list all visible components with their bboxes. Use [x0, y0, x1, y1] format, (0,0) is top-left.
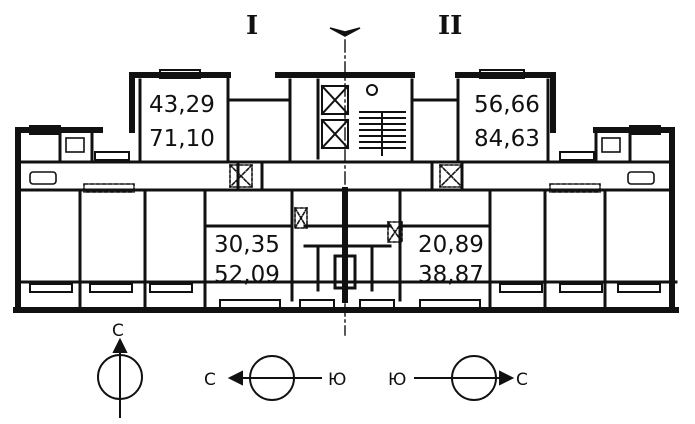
compass-north-right-label: С: [516, 370, 528, 390]
compass-north-left: [227, 355, 322, 401]
fixtures: [29, 137, 655, 193]
compass-north-up: [97, 337, 143, 418]
svg-text:84,63: 84,63: [474, 126, 540, 152]
bottom-windows: [29, 283, 661, 309]
svg-text:20,89: 20,89: [418, 232, 484, 258]
apartment-top-left: 43,29 71,10: [149, 92, 215, 152]
apartment-bottom-right: 20,89 38,87: [418, 232, 484, 288]
vent-shafts: [228, 163, 464, 244]
section-label-right: II: [438, 11, 462, 41]
svg-text:71,10: 71,10: [149, 126, 215, 152]
compass-north-right: [414, 355, 515, 401]
svg-text:43,29: 43,29: [149, 92, 215, 118]
svg-text:52,09: 52,09: [214, 262, 280, 288]
stairs: [359, 111, 406, 156]
outer-walls: [13, 72, 679, 313]
apartment-bottom-left: 30,35 52,09: [214, 232, 280, 288]
compass-south-right-label: Ю: [328, 370, 346, 390]
top-windows: [29, 69, 661, 161]
compass-south-left-label: Ю: [388, 370, 406, 390]
apartment-top-right: 56,66 84,63: [474, 92, 540, 152]
svg-text:38,87: 38,87: [418, 262, 484, 288]
section-label-left: I: [246, 11, 258, 41]
svg-text:30,35: 30,35: [214, 232, 280, 258]
elevator-shafts: [320, 84, 378, 150]
axis-arrow: [329, 27, 361, 37]
svg-text:56,66: 56,66: [474, 92, 540, 118]
compass-north-up-label: С: [112, 321, 124, 341]
compass-north-left-label: С: [204, 370, 216, 390]
